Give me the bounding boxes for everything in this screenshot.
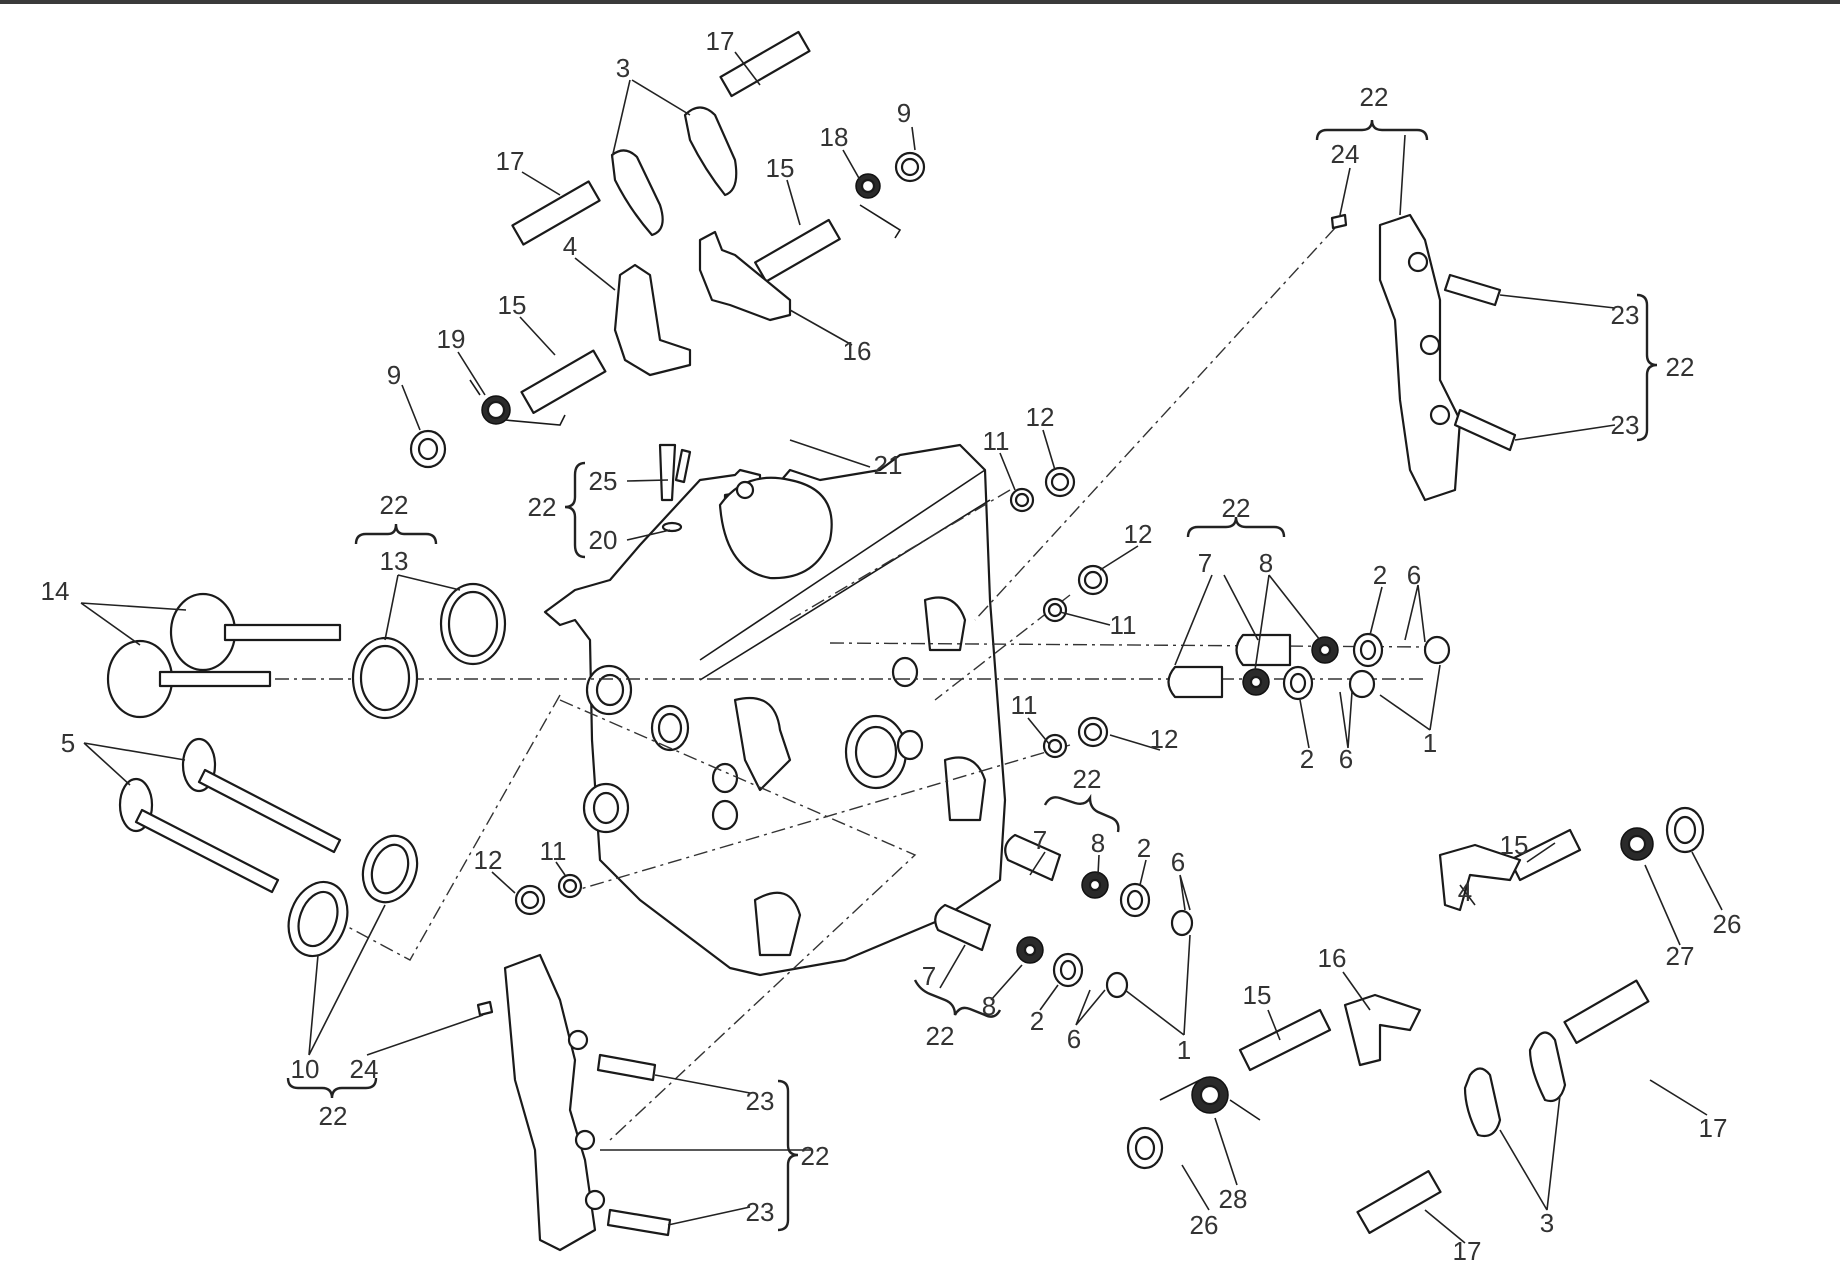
callout-label-kit: 22 — [801, 1141, 830, 1171]
callout-label-valve-seat: 13 — [380, 546, 409, 576]
callout-label-spring: 18 — [820, 122, 849, 152]
callout-label-shaft: 15 — [1500, 830, 1529, 860]
callout-label-kit: 22 — [319, 1101, 348, 1131]
callout-label-valve-seat: 10 — [291, 1054, 320, 1084]
callout-label-kit: 22 — [380, 490, 409, 520]
callout-label-dowel: 24 — [1331, 139, 1360, 169]
callout-label-stud: 21 — [874, 450, 903, 480]
callout-label-collet: 6 — [1407, 560, 1421, 590]
callout-label-bushing: 9 — [897, 98, 911, 128]
callout-label-shaft: 15 — [498, 290, 527, 320]
axis-lines — [275, 227, 1431, 1141]
callout-label-rocker-arm: 4 — [563, 231, 577, 261]
callout-label-valve: 14 — [41, 576, 70, 606]
plugs-gaskets — [514, 443, 1109, 916]
callout-label-washer: 20 — [589, 525, 618, 555]
callout-label-kit: 22 — [1222, 493, 1251, 523]
callout-label-valve-guide: 7 — [922, 961, 936, 991]
callout-label-pin: 17 — [1699, 1113, 1728, 1143]
callout-label-plug: 12 — [1026, 402, 1055, 432]
callout-label-rocker-arm: 3 — [1540, 1208, 1554, 1238]
callout-label-gasket: 11 — [540, 836, 567, 866]
callout-label-valve-guide: 7 — [1198, 548, 1212, 578]
callout-label-rocker-arm: 4 — [1458, 877, 1472, 907]
rocker-assembly-bottom — [1126, 806, 1705, 1234]
top-rule — [0, 0, 1840, 4]
callout-label-bushing: 9 — [387, 360, 401, 390]
callout-label-gasket: 11 — [1110, 610, 1137, 640]
callout-label-collet: 6 — [1171, 847, 1185, 877]
callout-label-plug: 12 — [474, 845, 503, 875]
callout-label-kit: 22 — [926, 1021, 955, 1051]
callout-label-pin: 17 — [496, 146, 525, 176]
callout-label-plug: 12 — [1124, 519, 1153, 549]
cylinder-head — [543, 443, 1007, 977]
callout-label-retainer: 2 — [1137, 833, 1151, 863]
callout-label-kit: 22 — [1360, 82, 1389, 112]
callout-label-collet: 6 — [1067, 1024, 1081, 1054]
callout-label-retainer: 2 — [1373, 560, 1387, 590]
callout-label-seal: 8 — [1259, 548, 1273, 578]
callout-label-kit: 22 — [528, 492, 557, 522]
callout-label-gasket: 11 — [1011, 690, 1038, 720]
callout-label-fitting: 25 — [589, 466, 618, 496]
leader-lines — [80, 51, 1723, 1244]
callout-label-kit: 22 — [1666, 352, 1695, 382]
callout-label-shaft: 15 — [1243, 980, 1272, 1010]
callout-label-dowel: 24 — [350, 1054, 379, 1084]
callout-label-valve: 5 — [61, 728, 75, 758]
callout-label-gasket: 11 — [983, 426, 1010, 456]
cam-bridges — [476, 213, 1517, 1252]
valves-left — [106, 582, 507, 958]
callout-label-rocker-arm: 3 — [616, 53, 630, 83]
callout-label-kit: 22 — [1073, 764, 1102, 794]
callout-label-rocker-arm: 16 — [843, 336, 872, 366]
callout-label-spring: 28 — [1219, 1184, 1248, 1214]
callout-label-spring: 27 — [1666, 941, 1695, 971]
callout-label-cap: 1 — [1177, 1035, 1191, 1065]
callout-label-collet: 6 — [1339, 744, 1353, 774]
callout-label-bushing: 26 — [1713, 909, 1742, 939]
callout-labels: 1731791815416151992125222012112213145121… — [41, 26, 1742, 1266]
callout-label-shaft: 15 — [766, 153, 795, 183]
callout-label-seal: 8 — [1091, 828, 1105, 858]
callout-label-retainer: 2 — [1300, 744, 1314, 774]
callout-label-pin: 17 — [1453, 1236, 1482, 1266]
callout-label-bolt: 23 — [1611, 410, 1640, 440]
rocker-assembly-top — [409, 30, 926, 469]
callout-label-pin: 17 — [706, 26, 735, 56]
callout-label-cap: 1 — [1423, 728, 1437, 758]
callout-label-rocker-arm: 16 — [1318, 943, 1347, 973]
callout-label-bushing: 26 — [1190, 1210, 1219, 1240]
callout-label-bolt: 23 — [1611, 300, 1640, 330]
callout-label-valve-guide: 7 — [1033, 825, 1047, 855]
callout-label-retainer: 2 — [1030, 1006, 1044, 1036]
callout-label-bolt: 23 — [746, 1086, 775, 1116]
callout-label-seal: 8 — [982, 991, 996, 1021]
callout-label-plug: 12 — [1150, 724, 1179, 754]
callout-label-spring: 19 — [437, 324, 466, 354]
callout-label-bolt: 23 — [746, 1197, 775, 1227]
kit-braces — [286, 119, 1658, 1232]
valve-trains-right — [934, 632, 1451, 999]
